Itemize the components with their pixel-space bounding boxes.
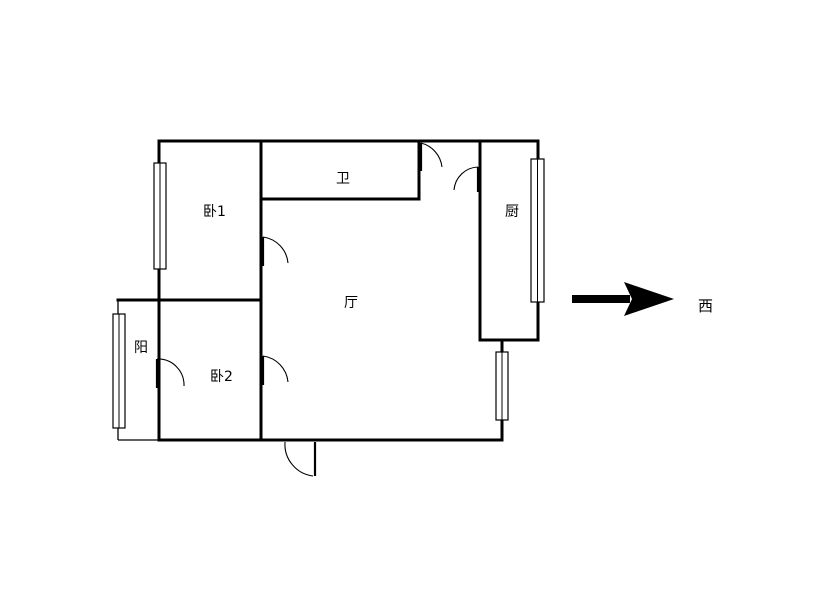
door-bathroom [419, 142, 443, 171]
label-bathroom: 卫 [336, 171, 350, 187]
direction-arrow-icon [572, 282, 674, 316]
outer-walls [116, 139, 540, 442]
window-bedroom1 [153, 162, 167, 270]
label-kitchen: 厨 [505, 204, 519, 220]
label-bedroom2: 卧2 [210, 369, 233, 385]
door-balcony [155, 358, 185, 388]
door-bedroom2 [261, 355, 289, 385]
direction-label: 西 [698, 297, 713, 315]
label-living: 厅 [344, 295, 358, 311]
door-bedroom1 [261, 236, 289, 266]
label-bedroom1: 卧1 [203, 204, 226, 220]
label-balcony: 阳 [134, 340, 148, 356]
window-kitchen [530, 158, 545, 303]
window-living [495, 351, 509, 421]
door-kitchen [453, 166, 480, 192]
window-balcony [112, 313, 126, 429]
interior-walls [259, 139, 540, 442]
door-entrance [284, 441, 317, 477]
